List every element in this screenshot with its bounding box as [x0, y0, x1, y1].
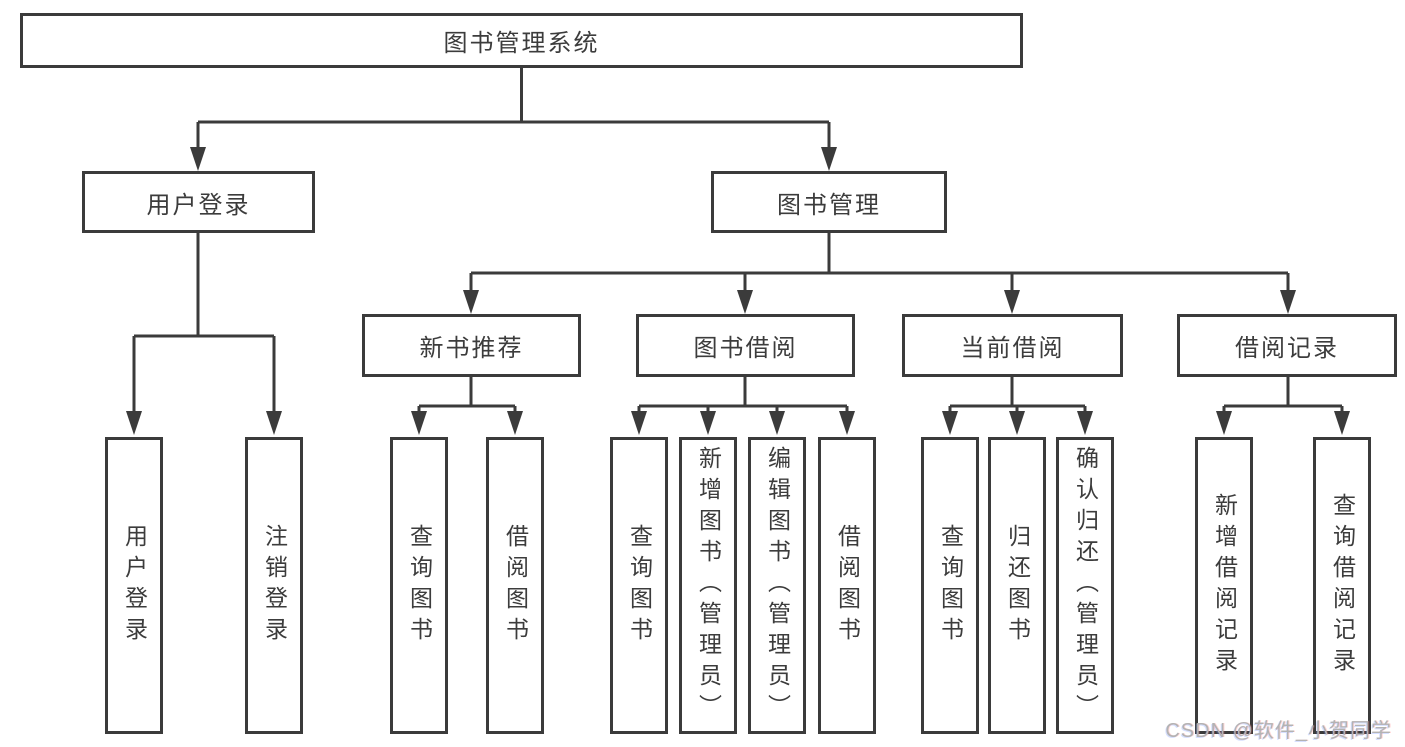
watermark: CSDN @软件_小贺同学	[1165, 720, 1392, 742]
node-new-book-recommend-label: 新书推荐	[419, 335, 524, 362]
leaf-return-books-label: 归还图书	[1004, 523, 1031, 648]
node-new-book-recommend: 新书推荐	[362, 314, 581, 377]
leaf-borrow-books-label: 借阅图书	[834, 523, 861, 648]
leaf-query-books-recommend-label: 查询图书	[406, 523, 433, 648]
node-book-borrow: 图书借阅	[636, 314, 855, 377]
node-current-borrow: 当前借阅	[902, 314, 1123, 377]
node-current-borrow-label: 当前借阅	[960, 335, 1065, 362]
leaf-logout: 注销登录	[245, 437, 303, 734]
leaf-add-books-admin-label: 新增图书（管理员）	[695, 446, 722, 725]
leaf-borrow-books-recommend: 借阅图书	[486, 437, 544, 734]
leaf-query-books-borrow: 查询图书	[610, 437, 668, 734]
leaf-query-borrow-record: 查询借阅记录	[1313, 437, 1371, 734]
leaf-confirm-return-admin-label: 确认归还（管理员）	[1072, 446, 1099, 725]
node-book-management-label: 图书管理	[777, 191, 881, 219]
node-borrow-records: 借阅记录	[1177, 314, 1397, 377]
leaf-add-books-admin: 新增图书（管理员）	[679, 437, 737, 734]
node-book-borrow-label: 图书借阅	[693, 335, 798, 362]
leaf-borrow-books-recommend-label: 借阅图书	[502, 523, 529, 648]
leaf-query-books-current: 查询图书	[921, 437, 979, 734]
leaf-query-books-recommend: 查询图书	[390, 437, 448, 734]
leaf-query-books-current-label: 查询图书	[937, 523, 964, 648]
leaf-edit-books-admin-label: 编辑图书（管理员）	[764, 446, 791, 725]
leaf-query-books-borrow-label: 查询图书	[626, 523, 653, 648]
leaf-confirm-return-admin: 确认归还（管理员）	[1056, 437, 1114, 734]
leaf-add-borrow-record-label: 新增借阅记录	[1211, 492, 1238, 679]
leaf-user-login-label: 用户登录	[121, 523, 148, 648]
leaf-return-books: 归还图书	[988, 437, 1046, 734]
node-root-label: 图书管理系统	[443, 30, 600, 57]
leaf-query-borrow-record-label: 查询借阅记录	[1329, 492, 1356, 679]
leaf-edit-books-admin: 编辑图书（管理员）	[748, 437, 806, 734]
node-book-management: 图书管理	[711, 171, 947, 233]
node-borrow-records-label: 借阅记录	[1235, 335, 1339, 362]
leaf-user-login: 用户登录	[105, 437, 163, 734]
leaf-add-borrow-record: 新增借阅记录	[1195, 437, 1253, 734]
node-root: 图书管理系统	[20, 13, 1023, 68]
leaf-logout-label: 注销登录	[261, 523, 288, 648]
node-user-login: 用户登录	[82, 171, 315, 233]
node-user-login-label: 用户登录	[146, 191, 251, 219]
leaf-borrow-books: 借阅图书	[818, 437, 876, 734]
